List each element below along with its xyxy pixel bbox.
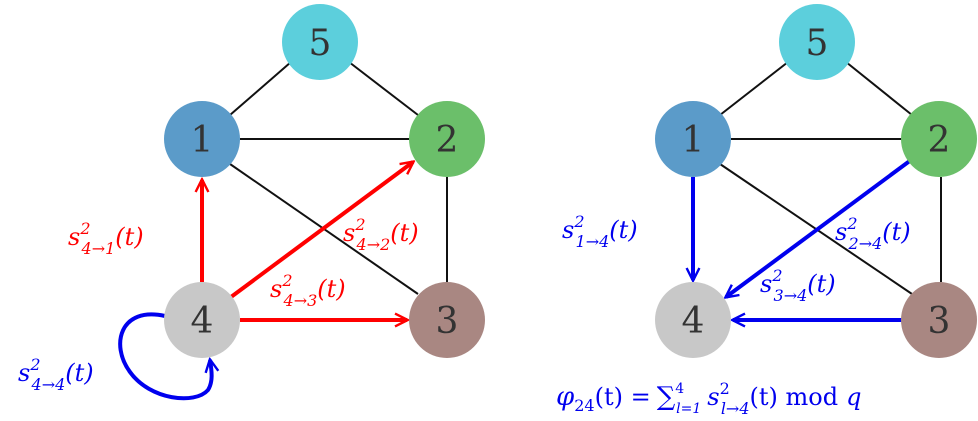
- node-3: 3: [901, 282, 977, 358]
- node-4: 4: [655, 282, 731, 358]
- node-label: 5: [309, 23, 332, 64]
- edge-4-2: [229, 162, 413, 299]
- edge-5-2: [845, 61, 913, 116]
- node-label: 3: [436, 301, 459, 342]
- left-edges: [229, 61, 448, 295]
- edge-2-4: [726, 158, 913, 297]
- node-label: 2: [436, 120, 459, 161]
- node-label: 4: [682, 301, 705, 342]
- node-2: 2: [409, 101, 485, 177]
- node-label: 1: [682, 120, 705, 161]
- edge-1-5: [229, 61, 292, 116]
- node-5: 5: [282, 4, 358, 80]
- self-loop-4: [118, 312, 211, 401]
- node-4: 4: [164, 282, 240, 358]
- node-1: 1: [164, 101, 240, 177]
- node-1: 1: [655, 101, 731, 177]
- node-label: 4: [191, 301, 214, 342]
- node-label: 1: [191, 120, 214, 161]
- left-red-edges: [202, 162, 413, 320]
- right-blue-edges: [693, 158, 913, 320]
- node-3: 3: [409, 282, 485, 358]
- edge-1-5: [719, 61, 789, 116]
- right-edges: [719, 61, 942, 295]
- node-2: 2: [901, 101, 977, 177]
- node-label: 5: [806, 23, 829, 64]
- node-5: 5: [779, 4, 855, 80]
- edge-5-2: [348, 61, 419, 116]
- node-label: 2: [928, 120, 951, 161]
- node-label: 3: [928, 301, 951, 342]
